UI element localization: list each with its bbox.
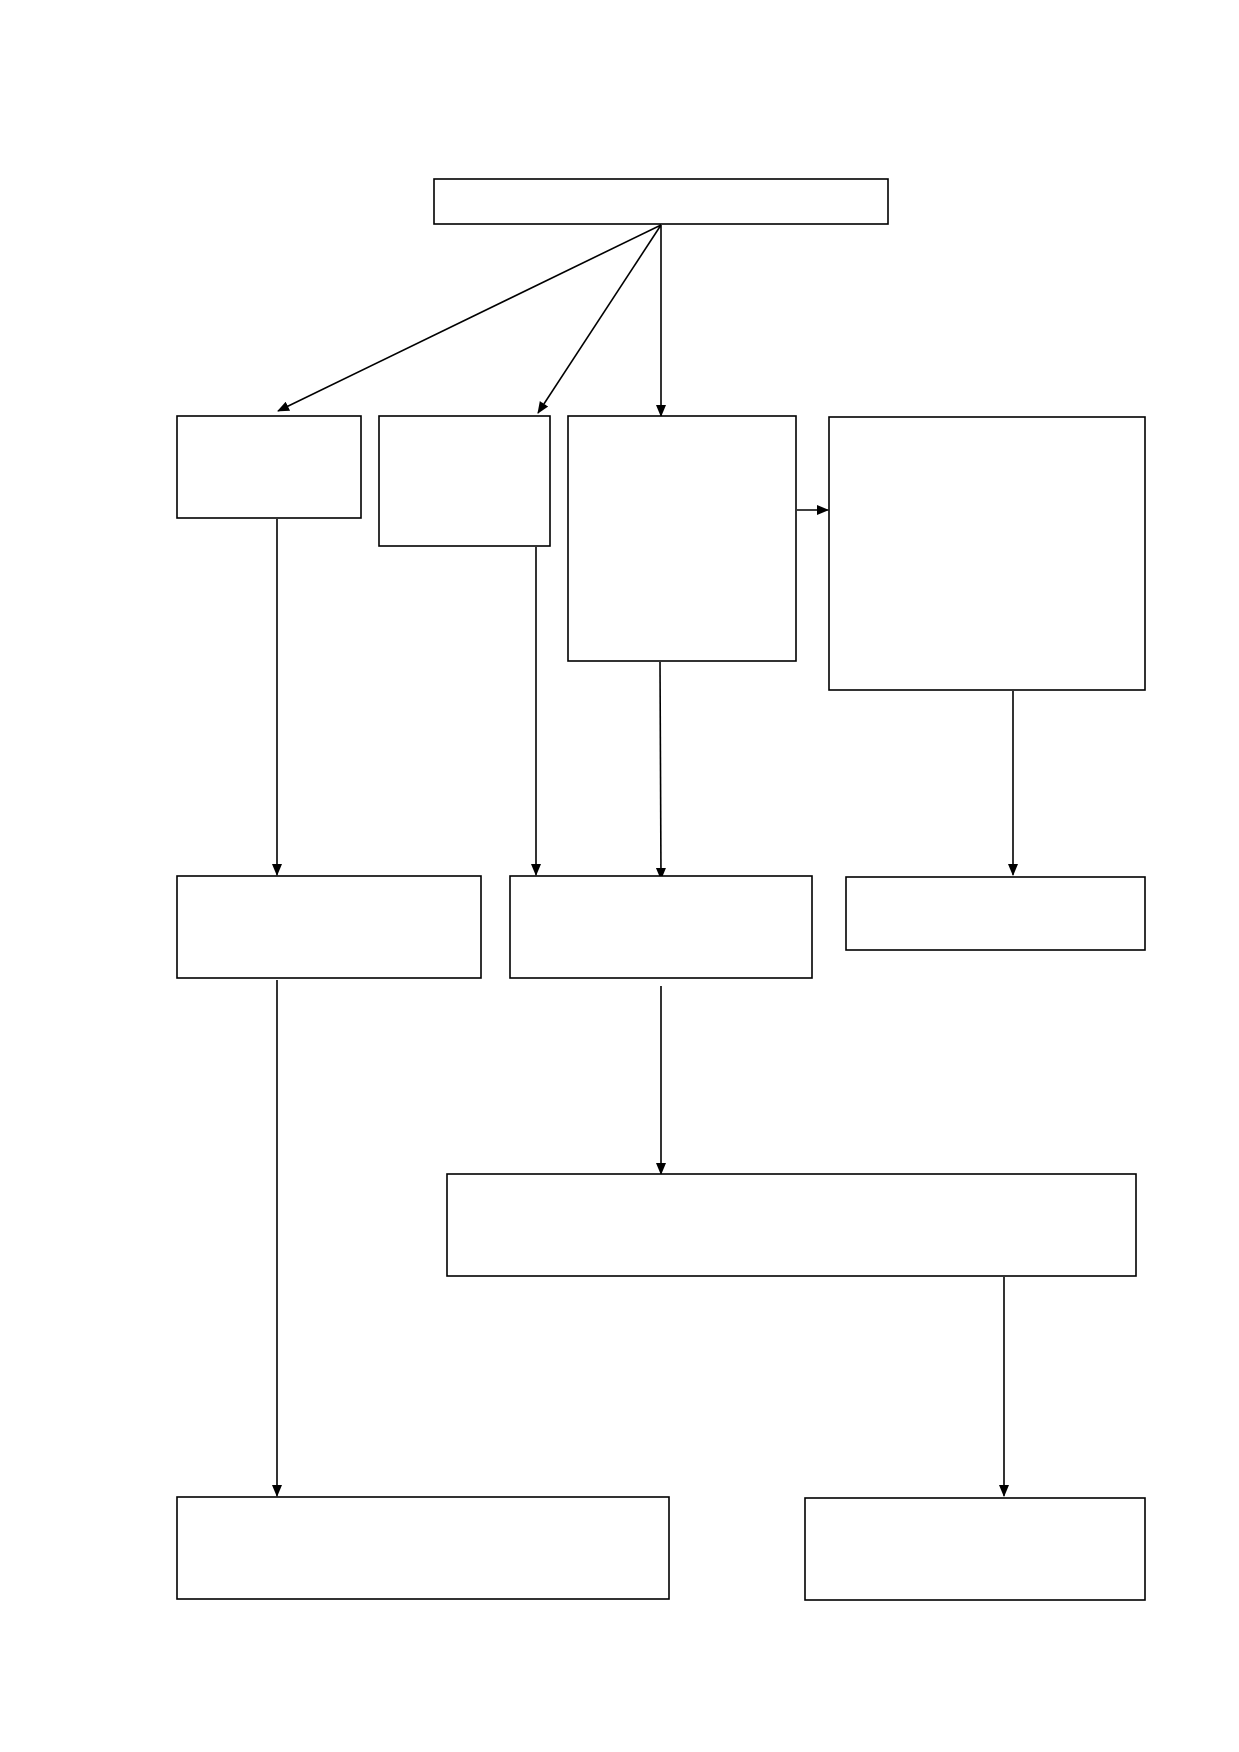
node-r2d [828,416,1146,691]
node-r3b [509,875,813,979]
flowchart-edges [272,224,1018,1497]
node-r2b [378,415,551,547]
node-r2a [176,415,362,519]
node-top [433,178,889,225]
node-r5a [176,1496,670,1600]
flowchart-nodes [176,178,1146,1601]
node-r3a [176,875,482,979]
edge-r2c-to-r3b [655,661,666,880]
node-r4 [446,1173,1137,1277]
node-r3c [845,876,1146,951]
node-r2c [567,415,797,662]
edge-top-to-r2b [537,224,662,414]
node-r5b [804,1497,1146,1601]
edge-top-to-r2a [277,224,662,412]
